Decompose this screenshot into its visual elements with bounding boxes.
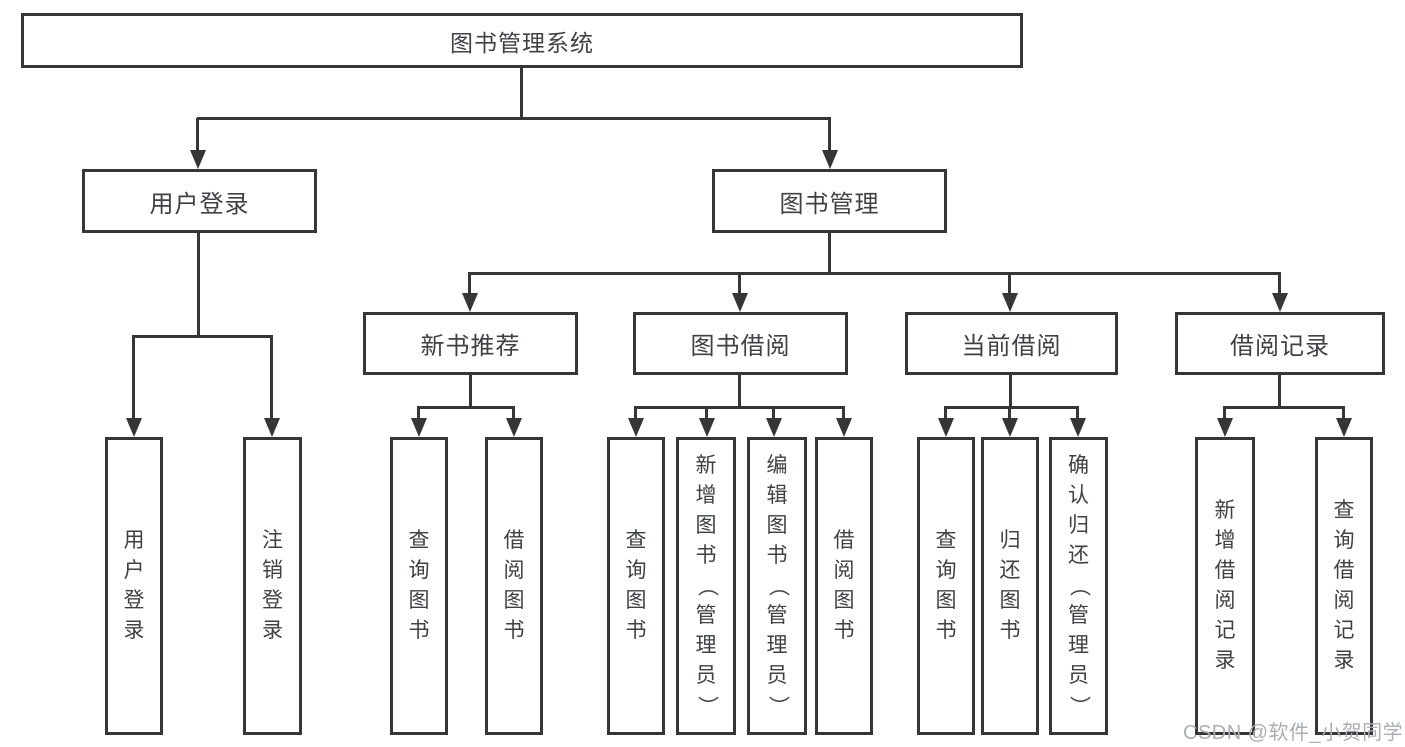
leaf-add-book-admin: 新增图书（管理员） <box>676 437 736 735</box>
connector-book-mgmt-stem <box>828 233 831 274</box>
node-new-book-recommend: 新书推荐 <box>363 312 578 375</box>
connector-group-stem <box>738 375 741 408</box>
leaf-query-books-current: 查询图书 <box>917 437 975 735</box>
node-book-management: 图书管理 <box>712 169 947 233</box>
connector-drop <box>842 407 845 420</box>
arrow-down-icon <box>836 418 852 437</box>
connector-rail-level1 <box>197 117 831 120</box>
connector-drop <box>1008 407 1011 420</box>
connector-rail-user-login <box>132 335 273 338</box>
arrow-down-icon <box>1272 293 1288 312</box>
arrow-down-icon <box>1070 418 1086 437</box>
connector-drop <box>468 273 471 295</box>
leaf-query-borrow-record: 查询借阅记录 <box>1315 437 1373 735</box>
connector-drop <box>1223 407 1226 420</box>
leaf-edit-book-admin: 编辑图书（管理员） <box>747 437 807 735</box>
connector-drop <box>772 407 775 420</box>
arrow-down-icon <box>1336 418 1352 437</box>
leaf-return-books: 归还图书 <box>981 437 1039 735</box>
arrow-down-icon <box>822 150 838 169</box>
connector-drop <box>1008 273 1011 295</box>
connector-rail-group <box>944 406 1079 409</box>
connector-drop <box>705 407 708 420</box>
connector-user-login-stem <box>197 233 200 337</box>
connector-rail-group <box>634 406 845 409</box>
connector-drop <box>1076 407 1079 420</box>
leaf-borrow-books-recommend: 借阅图书 <box>485 437 543 735</box>
node-current-borrow: 当前借阅 <box>905 312 1118 375</box>
arrow-down-icon <box>1002 293 1018 312</box>
node-root: 图书管理系统 <box>21 13 1023 68</box>
leaf-add-borrow-record: 新增借阅记录 <box>1195 437 1255 735</box>
connector-rail-group <box>1223 406 1345 409</box>
connector-root-stem <box>520 68 523 120</box>
node-user-login: 用户登录 <box>82 169 317 233</box>
arrow-down-icon <box>126 418 142 437</box>
arrow-down-icon <box>190 150 206 169</box>
arrow-down-icon <box>411 418 427 437</box>
connector-drop <box>270 336 273 420</box>
connector-drop <box>132 336 135 420</box>
connector-drop <box>512 407 515 420</box>
connector-drop <box>738 273 741 295</box>
connector-drop <box>634 407 637 420</box>
arrow-down-icon <box>506 418 522 437</box>
connector-drop <box>1342 407 1345 420</box>
arrow-down-icon <box>1217 418 1233 437</box>
connector-drop <box>417 407 420 420</box>
arrow-down-icon <box>766 418 782 437</box>
arrow-down-icon <box>699 418 715 437</box>
csdn-watermark: CSDN @软件_小贺同学 <box>1183 722 1404 744</box>
leaf-user-login: 用户登录 <box>105 437 163 735</box>
node-book-borrow: 图书借阅 <box>633 312 848 375</box>
connector-rail-group <box>417 406 515 409</box>
arrow-down-icon <box>264 418 280 437</box>
connector-drop <box>196 118 199 152</box>
node-borrow-records: 借阅记录 <box>1175 312 1385 375</box>
arrow-down-icon <box>938 418 954 437</box>
connector-drop <box>944 407 947 420</box>
arrow-down-icon <box>1002 418 1018 437</box>
connector-group-stem <box>1278 375 1281 408</box>
connector-drop <box>828 118 831 152</box>
leaf-logout: 注销登录 <box>243 437 302 735</box>
arrow-down-icon <box>628 418 644 437</box>
leaf-query-books-borrow: 查询图书 <box>607 437 665 735</box>
leaf-borrow-books: 借阅图书 <box>815 437 873 735</box>
leaf-confirm-return-admin: 确认归还（管理员） <box>1049 437 1108 735</box>
arrow-down-icon <box>732 293 748 312</box>
connector-group-stem <box>469 375 472 408</box>
connector-rail-level3 <box>468 272 1281 275</box>
arrow-down-icon <box>462 293 478 312</box>
connector-group-stem <box>1009 375 1012 408</box>
leaf-query-books-recommend: 查询图书 <box>390 437 448 735</box>
connector-drop <box>1278 273 1281 295</box>
